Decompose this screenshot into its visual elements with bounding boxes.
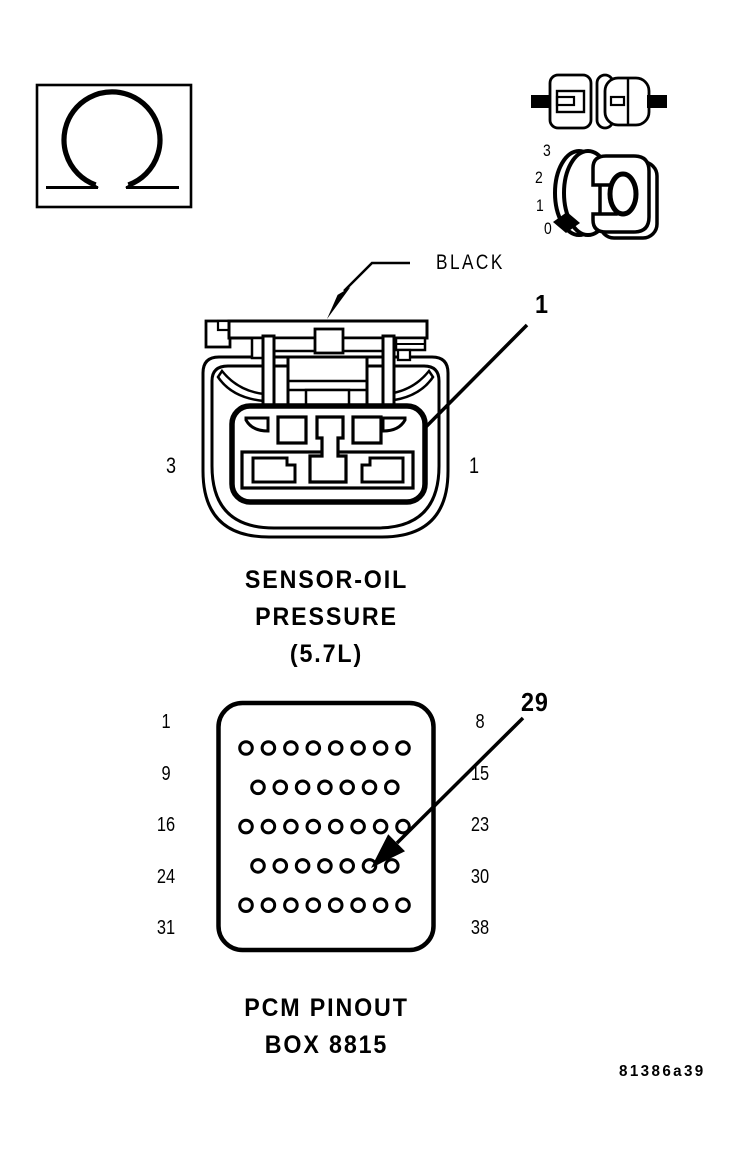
pcm-row-label-left: 31 [156,917,176,939]
pcm-pin [260,740,277,756]
pcm-pin [294,779,311,796]
pcm-pin [327,818,344,835]
connector-pin1-callout-label: 1 [535,289,549,319]
pin1-cavity [360,456,405,484]
pcm-pin-grid [238,740,411,914]
wire-color-label: BLACK [436,251,505,274]
pcm-pin [250,779,266,796]
pcm-pin29-callout-label: 29 [521,687,549,717]
pin29-callout-arrow [371,716,525,868]
pcm-pin [305,818,322,835]
connector-caption-line3: (5.7L) [289,640,364,668]
pcm-pin [272,779,289,796]
pcm-row-label-right: 8 [475,711,485,733]
pcm-pin [339,858,356,874]
ohmmeter-icon [35,83,193,209]
pcm-pin [350,897,366,914]
dial-tick-2: 2 [535,168,543,187]
dial-tick-0: 0 [544,219,552,238]
connector-caption-line1: SENSOR-OIL [244,566,409,594]
oil-pressure-connector-drawing [201,319,450,539]
pcm-pin [305,740,322,756]
pcm-pin [260,818,277,835]
pcm-pinout-box [216,700,436,953]
pcm-caption-line2: BOX 8815 [264,1031,389,1059]
pcm-pin [294,858,311,874]
pcm-pin [272,858,289,874]
connector-pin1-label: 1 [469,453,480,478]
pcm-caption-line1: PCM PINOUT [244,994,409,1022]
pcm-pin [283,740,299,756]
pcm-row-label-left: 9 [161,763,171,785]
connector-pin3-label: 3 [166,453,177,478]
pcm-pin [350,740,366,756]
pcm-row-label-left: 24 [156,866,176,888]
pcm-pin [238,897,254,914]
pcm-pin [384,779,400,796]
pcm-pin [361,858,378,874]
pcm-pin [350,818,366,835]
pcm-pin [327,897,344,914]
pcm-pin [361,779,378,796]
pcm-row-label-right: 15 [470,763,490,785]
connector-caption: SENSOR-OIL PRESSURE (5.7L) [186,562,468,673]
pcm-row-label-right: 30 [470,866,490,888]
dial-tick-1: 1 [536,196,544,215]
pin3-cavity [251,456,297,484]
pcm-pin [238,740,254,756]
connector-caption-line2: PRESSURE [255,603,398,631]
pcm-pin [283,897,299,914]
pcm-pin [260,897,277,914]
pcm-pin [395,897,411,914]
pcm-pin [395,740,411,756]
pcm-pin [317,779,333,796]
figure-code: 81386a39 [619,1063,706,1080]
meter-dial-icon [553,149,659,240]
pcm-row-label-right: 23 [470,814,490,836]
pcm-caption: PCM PINOUT BOX 8815 [186,990,468,1064]
pin2-cavity [308,415,348,484]
pcm-pin [305,897,322,914]
pcm-pin [250,858,266,874]
pcm-pin [283,818,299,835]
pcm-row-label-right: 38 [470,917,490,939]
pcm-pin [317,858,333,874]
pcm-pin [327,740,344,756]
pcm-pin [395,818,411,835]
pcm-pin [372,818,389,835]
pcm-row-label-left: 16 [156,814,176,836]
dial-tick-3: 3 [543,141,551,160]
pcm-pin [384,858,400,874]
pcm-pin [238,818,254,835]
terminal-probe-icon [531,73,667,130]
black-wire-leader-arrow [327,261,410,319]
pcm-pin [372,897,389,914]
pcm-pin [372,740,389,756]
pcm-pin [339,779,356,796]
pcm-row-label-left: 1 [161,711,171,733]
dial-pointer-icon [553,212,580,233]
